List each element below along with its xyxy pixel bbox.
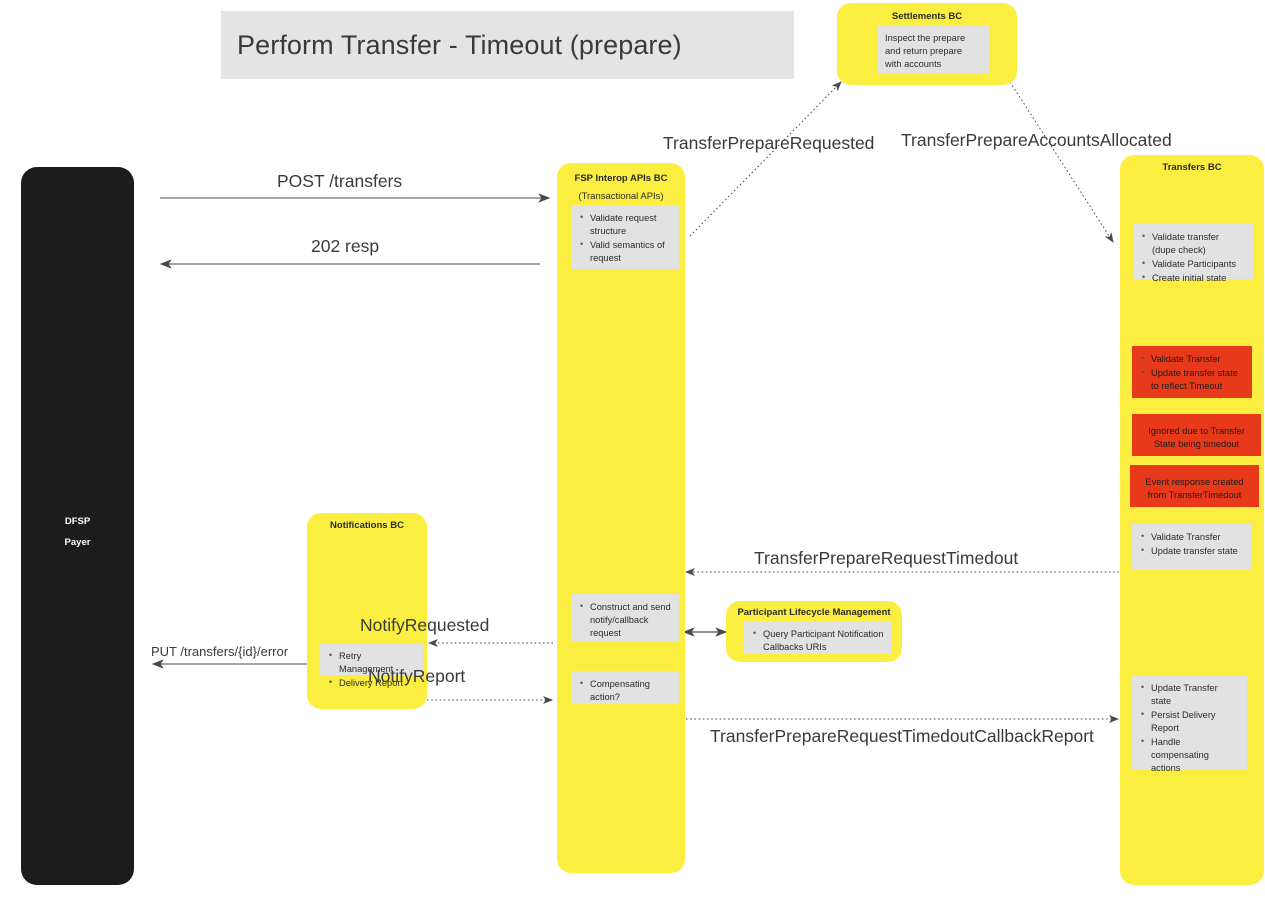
edge-label-post-transfers: POST /transfers — [277, 171, 403, 191]
lane-fsp-subtitle: (Transactional APIs) — [578, 191, 664, 202]
note-transfers-ignored-red: Ignored due to Transfer State being time… — [1132, 414, 1261, 456]
note-item: Create initial state — [1142, 271, 1245, 285]
lane-fsp-interop-apis-bc[interactable]: FSP Interop APIs BC (Transactional APIs)… — [557, 163, 685, 873]
lane-dfsp-label-line2: Payer — [64, 537, 91, 548]
note-line: Inspect the prepare and return prepare w… — [885, 33, 966, 69]
note-item: Compensating action? — [580, 677, 671, 704]
lane-participant-lifecycle-management[interactable]: Participant Lifecycle Management Query P… — [726, 601, 902, 662]
note-item: Delivery Report — [329, 676, 415, 690]
lane-transfers-bc[interactable]: Transfers BC Validate transfer (dupe che… — [1120, 155, 1264, 885]
note-item: Validate Transfer — [1141, 530, 1244, 544]
note-transfers-validate-2: Validate Transfer Update transfer state — [1132, 524, 1252, 570]
note-transfers-validate: Validate transfer (dupe check) Validate … — [1133, 224, 1253, 284]
note-item: Persist Delivery Report — [1141, 708, 1239, 735]
note-item: Validate Participants — [1142, 257, 1245, 271]
note-line: Event response created from TransferTime… — [1145, 477, 1244, 500]
lane-settlements-bc[interactable]: Settlements BC Inspect the prepare and r… — [837, 3, 1017, 85]
note-fsp-construct-notify: Construct and send notify/callback reque… — [571, 594, 679, 642]
lane-notifications-title: Notifications BC — [330, 520, 404, 531]
lane-notifications-bc[interactable]: Notifications BC Retry Management Delive… — [307, 513, 427, 709]
lane-dfsp-label-line1: DFSP — [64, 516, 91, 527]
note-item: Validate request structure — [580, 211, 671, 238]
edge-label-notify-report: NotifyReport — [368, 666, 466, 686]
lane-transfers-title: Transfers BC — [1162, 162, 1222, 173]
edge-label-notify-requested: NotifyRequested — [360, 615, 490, 635]
page-title-banner: Perform Transfer - Timeout (prepare) — [221, 11, 794, 79]
note-item: Handle compensating actions — [1141, 735, 1239, 775]
note-plm-query-participant: Query Participant Notification Callbacks… — [744, 621, 892, 654]
note-item: Update transfer state — [1141, 544, 1244, 558]
note-item: Validate transfer (dupe check) — [1142, 230, 1245, 257]
lane-dfsp-payer[interactable]: DFSP Payer — [21, 167, 134, 885]
note-item: Retry Management — [329, 649, 415, 676]
edge-label-put-transfers-error: PUT /transfers/{id}/error — [151, 644, 289, 659]
note-transfers-update-state: Update Transfer state Persist Delivery R… — [1132, 675, 1247, 773]
page-title: Perform Transfer - Timeout (prepare) — [237, 29, 682, 60]
note-transfers-timeout-red: Validate Transfer Update transfer state … — [1132, 346, 1252, 398]
lane-settlements-title: Settlements BC — [891, 11, 963, 22]
note-item: Construct and send notify/callback reque… — [580, 600, 671, 640]
edge-label-transfer-prepare-requested: TransferPrepareRequested — [663, 133, 875, 153]
note-line: Ignored due to Transfer State being time… — [1148, 426, 1245, 449]
lane-plm-title: Participant Lifecycle Management — [737, 607, 891, 618]
note-notifications-retry: Retry Management Delivery Report — [320, 643, 423, 689]
edge-label-transfer-prepare-request-timedout: TransferPrepareRequestTimedout — [754, 548, 1019, 568]
edge-label-202-resp: 202 resp — [311, 236, 380, 256]
lane-fsp-title: FSP Interop APIs BC — [574, 173, 668, 184]
edge-label-timedout-callback-report: TransferPrepareRequestTimedoutCallbackRe… — [710, 726, 1094, 746]
note-transfers-event-response-red: Event response created from TransferTime… — [1130, 465, 1259, 507]
note-item: Valid semantics of request — [580, 238, 671, 265]
note-item: Update Transfer state — [1141, 681, 1239, 708]
note-fsp-validate-request: Validate request structure Valid semanti… — [571, 205, 679, 269]
edge-label-transfer-prepare-accounts-allocated: TransferPrepareAccountsAllocated — [901, 130, 1172, 150]
note-item: Update transfer state to reflect Timeout — [1141, 366, 1244, 393]
note-settlements-inspect: Inspect the prepare and return prepare w… — [877, 25, 989, 73]
note-fsp-compensating-action: Compensating action? — [571, 671, 679, 704]
note-item: Query Participant Notification Callbacks… — [753, 627, 884, 654]
note-item: Validate Transfer — [1141, 352, 1244, 366]
